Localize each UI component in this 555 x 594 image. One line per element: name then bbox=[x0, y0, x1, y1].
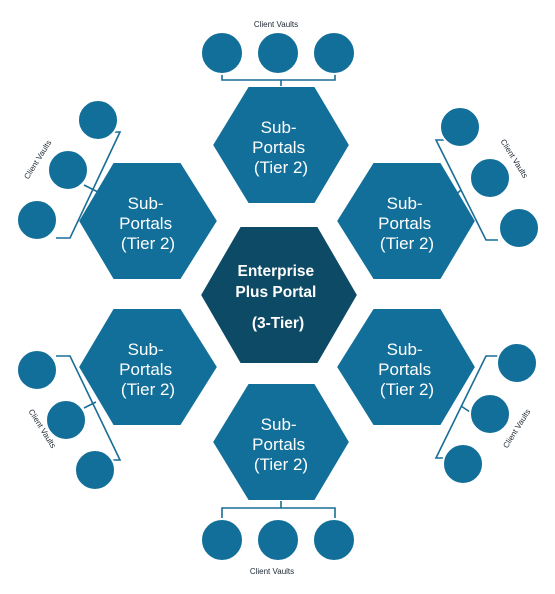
client-vault-circle bbox=[256, 31, 300, 75]
subportal-hexagon bbox=[210, 382, 352, 502]
client-vault-circle bbox=[74, 449, 116, 491]
client-vault-circle bbox=[312, 31, 356, 75]
subportal-hexagon bbox=[334, 307, 478, 427]
subportal-bottom: Sub- Portals (Tier 2) Client Vaults bbox=[200, 382, 356, 576]
subportal-upper-right: Sub- Portals (Tier 2) Client Vaults bbox=[334, 106, 540, 281]
subportal-label: Sub- Portals (Tier 2) bbox=[252, 118, 310, 177]
center-hexagon bbox=[198, 225, 360, 365]
client-vaults-label: Client Vaults bbox=[254, 20, 298, 29]
subportal-label: Sub- Portals (Tier 2) bbox=[378, 194, 436, 253]
client-vault-circle bbox=[16, 349, 58, 391]
client-vaults-lower-left: Client Vaults bbox=[16, 349, 122, 491]
subportal-label: Sub- Portals (Tier 2) bbox=[119, 194, 177, 253]
subportal-lower-left: Sub- Portals (Tier 2) Client Vaults bbox=[16, 307, 220, 491]
client-vault-circle bbox=[47, 149, 89, 191]
client-vault-circle bbox=[200, 31, 244, 75]
subportal-lower-right: Sub- Portals (Tier 2) Client Vaults bbox=[334, 307, 538, 485]
client-vault-circle bbox=[200, 518, 244, 562]
subportal-upper-left: Sub- Portals (Tier 2) Client Vaults bbox=[16, 99, 220, 281]
subportal-label: Sub- Portals (Tier 2) bbox=[378, 340, 436, 399]
client-vault-circle bbox=[312, 518, 356, 562]
client-vault-circle bbox=[45, 399, 87, 441]
client-vaults-top: Client Vaults bbox=[200, 20, 356, 86]
subportal-hexagon bbox=[76, 161, 220, 281]
client-vault-circle bbox=[439, 106, 481, 148]
client-vault-circle bbox=[442, 443, 484, 485]
client-vault-circle bbox=[16, 199, 58, 241]
client-vault-circle bbox=[498, 207, 540, 249]
client-vault-circle bbox=[256, 518, 300, 562]
client-vault-circle bbox=[469, 157, 511, 199]
client-vaults-bottom: Client Vaults bbox=[200, 501, 356, 576]
client-vault-circle bbox=[469, 393, 511, 435]
enterprise-plus-portal: Enterprise Plus Portal (3-Tier) bbox=[198, 225, 360, 365]
center-label: Enterprise Plus Portal (3-Tier) bbox=[235, 263, 320, 332]
client-vault-circle bbox=[496, 342, 538, 384]
subportal-hexagon bbox=[210, 85, 352, 205]
subportal-top: Sub- Portals (Tier 2) Client Vaults bbox=[200, 20, 356, 205]
client-vault-circle bbox=[77, 99, 119, 141]
client-vaults-label: Client Vaults bbox=[250, 567, 294, 576]
subportal-label: Sub- Portals (Tier 2) bbox=[252, 415, 310, 474]
subportal-hexagon bbox=[76, 307, 220, 427]
subportal-label: Sub- Portals (Tier 2) bbox=[119, 340, 177, 399]
